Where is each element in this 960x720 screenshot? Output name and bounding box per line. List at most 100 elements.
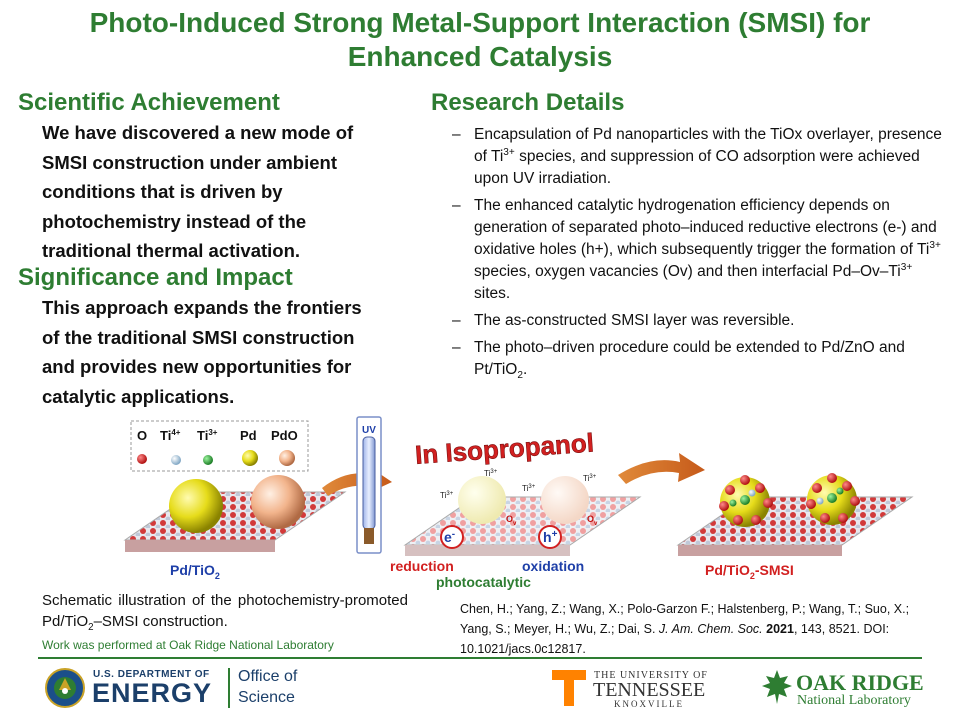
oxidation-label: oxidation (522, 558, 584, 574)
legend-label-o: O (137, 428, 147, 443)
details-item: – Encapsulation of Pd nanoparticles with… (452, 124, 952, 190)
ornl-line-2: National Laboratory (797, 693, 911, 708)
details-list: – Encapsulation of Pd nanoparticles with… (452, 124, 952, 386)
work-performed-line: Work was performed at Oak Ridge National… (42, 638, 334, 652)
pd-nanoparticle-middle (458, 476, 506, 524)
electron-marker (440, 525, 464, 549)
title-line-1: Photo-Induced Strong Metal-Support Inter… (89, 7, 871, 38)
significance-line: of the traditional SMSI construction (42, 326, 355, 348)
details-text: The photo–driven procedure could be exte… (474, 339, 905, 378)
office-line-2: Science (238, 689, 295, 706)
smsi-particle-right (806, 473, 860, 525)
significance-line: catalytic applications. (42, 385, 235, 407)
achievement-line: traditional thermal activation. (42, 240, 301, 261)
arrow-1 (322, 466, 392, 496)
achievement-line: photochemistry instead of the (42, 210, 307, 232)
details-text: sites. (474, 285, 511, 302)
ti3-label: Ti3+ (440, 491, 454, 500)
details-text: The enhanced catalytic hydrogenation eff… (474, 197, 937, 258)
smsi-particle-left (719, 475, 773, 527)
significance-heading: Significance and Impact (18, 264, 293, 291)
citation-rest: , 143, 8521. DOI: 10.1021/jacs.0c12817. (460, 622, 890, 656)
legend-pdo-ball (279, 450, 295, 466)
citation: Chen, H.; Yang, Z.; Wang, X.; Polo-Garzo… (460, 599, 930, 659)
doe-small-text: U.S. DEPARTMENT OF (93, 669, 210, 680)
pdo-nanoparticle-left (251, 475, 305, 529)
details-item: – The as-constructed SMSI layer was reve… (452, 310, 952, 332)
legend-ti3-ball (203, 455, 213, 465)
achievement-text: We have discovered a new mode of SMSI co… (42, 118, 353, 266)
ti3-label: Ti3+ (522, 484, 536, 493)
photocatalytic-label: photocatalytic (436, 574, 531, 590)
doe-big-text: ENERGY (92, 678, 213, 708)
significance-text: This approach expands the frontiers of t… (42, 293, 362, 411)
legend-o-ball (137, 454, 147, 464)
uv-lamp-tube (362, 436, 376, 530)
doe-divider (228, 668, 230, 708)
office-line-1: Office of (238, 668, 298, 685)
tio2-slab-left (123, 491, 347, 541)
superscript: 3+ (900, 261, 913, 273)
details-heading: Research Details (431, 89, 625, 116)
details-text: The as-constructed SMSI layer was revers… (474, 312, 795, 329)
ornl-line-1: OAK RIDGE (796, 670, 924, 695)
achievement-line: conditions that is driven by (42, 181, 283, 202)
uv-label: UV (362, 425, 376, 436)
electron-label: e- (444, 529, 455, 545)
tio2-slab-right (676, 496, 914, 546)
pdo-nanoparticle-middle (541, 476, 589, 524)
ut-power-t-icon (552, 670, 586, 706)
achievement-heading: Scientific Achievement (18, 89, 280, 116)
citation-authors: Chen, H.; Yang, Z.; Wang, X.; Polo-Garzo… (460, 602, 910, 636)
significance-line: This approach expands the frontiers (42, 297, 362, 318)
legend-box (130, 420, 309, 472)
uv-lamp-cap (364, 528, 374, 544)
tio2-slab-middle-side (405, 545, 570, 556)
subscript: 2 (88, 622, 94, 633)
uv-lamp-frame (356, 416, 382, 554)
legend-label-ti3: Ti3+ (197, 428, 218, 443)
left-label: Pd/TiO2 (170, 562, 220, 581)
doe-seal-icon (45, 668, 85, 708)
details-text: Encapsulation of Pd nanoparticles with t… (474, 126, 942, 165)
arrow-2 (618, 453, 705, 484)
legend-label-ti4: Ti4+ (160, 428, 181, 443)
reduction-label: reduction (390, 558, 454, 574)
ov-label: Ov (587, 514, 598, 527)
subscript: 2 (517, 370, 523, 382)
bullet-dash: – (452, 339, 461, 356)
ut-line-2: TENNESSEE (593, 679, 706, 701)
ti3-label: Ti3+ (583, 474, 597, 483)
legend-label-pdo: PdO (271, 428, 298, 443)
caption-text: Schematic illustration of the photochemi… (42, 592, 408, 630)
superscript: 3+ (503, 146, 515, 158)
details-text: species, and suppression of CO adsorptio… (474, 148, 920, 187)
details-item: – The photo–driven procedure could be ex… (452, 337, 952, 381)
ov-label: Ov (506, 514, 517, 527)
achievement-line: We have discovered a new mode of (42, 122, 354, 143)
footer-divider (38, 657, 922, 659)
tio2-slab-right-side (678, 545, 842, 556)
legend-ti4-ball (171, 455, 181, 465)
significance-line: and provides new opportunities for (42, 356, 352, 377)
ti3-label: Ti3+ (484, 469, 498, 478)
details-text: species, oxygen vacancies (Ov) and then … (474, 263, 901, 280)
superscript: 3+ (929, 239, 941, 251)
bullet-dash: – (452, 312, 461, 329)
citation-journal: J. Am. Chem. Soc. (658, 622, 763, 636)
bullet-dash: – (452, 126, 461, 143)
details-text: . (522, 361, 528, 378)
tio2-slab-middle (403, 496, 642, 546)
figure-caption: Schematic illustration of the photochemi… (42, 590, 408, 632)
bullet-dash: – (452, 197, 461, 214)
ornl-leaf-icon (762, 670, 792, 704)
legend-pd-ball (242, 450, 258, 466)
title-line-2: Enhanced Catalysis (347, 41, 613, 72)
right-label: Pd/TiO2-SMSI (705, 562, 794, 581)
achievement-line: SMSI construction under ambient (42, 151, 337, 173)
hole-label: h+ (543, 529, 558, 545)
details-item: – The enhanced catalytic hydrogenation e… (452, 195, 952, 305)
page-title: Photo-Induced Strong Metal-Support Inter… (0, 6, 960, 74)
ut-line-3: KNOXVILLE (614, 699, 684, 709)
hole-marker (538, 525, 562, 549)
